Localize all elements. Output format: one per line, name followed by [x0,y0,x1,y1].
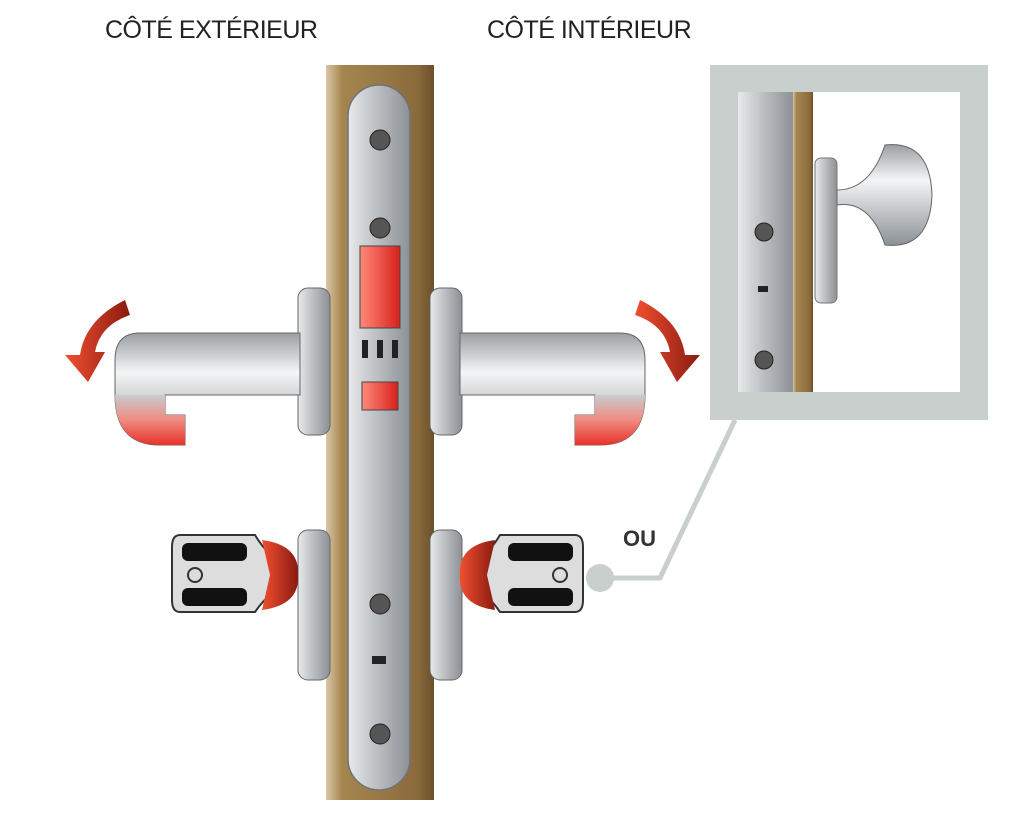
interior-thumbturn [459,534,584,613]
dead-bolt [361,381,399,411]
latch-bolt [359,245,401,329]
rotate-arrow-icon [635,300,700,382]
exterior-lever [114,287,331,446]
inset-knob-detail [710,65,988,420]
screw-icon [369,129,391,745]
exterior-thumbturn [171,534,299,613]
interior-side-label: CÔTÉ INTÉRIEUR [487,16,692,44]
interior-lever [429,287,646,446]
or-label: OU [623,526,656,551]
exterior-side-label: CÔTÉ EXTÉRIEUR [105,16,318,44]
rotate-arrow-icon [65,300,130,382]
callout-dot [586,564,614,592]
callout-line [600,418,738,581]
lock-faceplate [347,84,411,791]
